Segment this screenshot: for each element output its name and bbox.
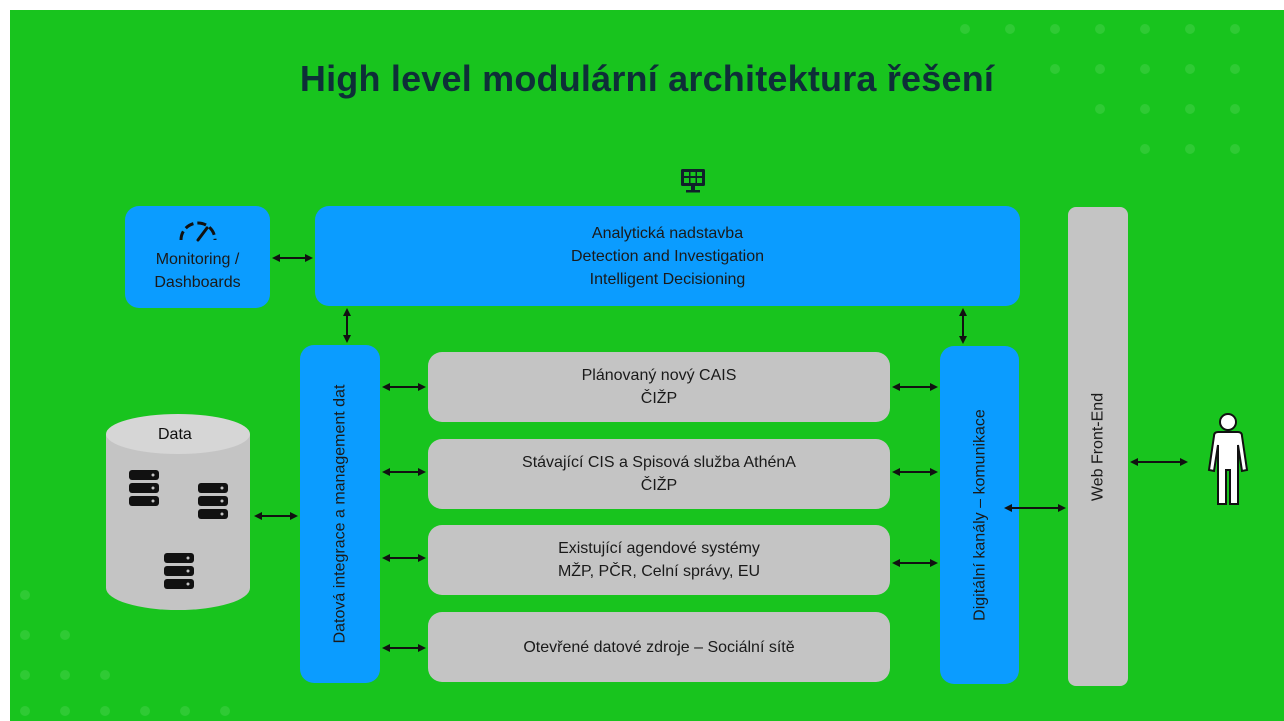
digital-channels-box: Digitální kanály – komunikace bbox=[940, 346, 1019, 684]
web-frontend-box: Web Front-End bbox=[1068, 207, 1128, 686]
system-cais-line2: ČIŽP bbox=[640, 390, 678, 407]
decorative-dots-top-right bbox=[950, 16, 1280, 186]
arrow-monitoring-analytics bbox=[254, 254, 1188, 652]
speedometer-icon bbox=[179, 221, 216, 242]
system-box-cis-athena: Stávající CIS a Spisová služba AthénA ČI… bbox=[428, 439, 890, 509]
decorative-dots-bottom-left bbox=[10, 570, 310, 720]
analytics-label-line1: Analytická nadstavba bbox=[591, 224, 744, 242]
analytics-label-line2: Detection and Investigation bbox=[570, 247, 764, 265]
data-integration-box: Datová integrace a management dat bbox=[300, 345, 380, 683]
database-icon bbox=[129, 470, 159, 506]
monitoring-label-line2: Dashboards bbox=[154, 274, 241, 291]
system-box-open-data: Otevřené datové zdroje – Sociální sítě bbox=[428, 612, 890, 682]
monitoring-label-line1: Monitoring / bbox=[155, 251, 240, 268]
system-cis-line2: ČIŽP bbox=[640, 477, 678, 494]
system-open-data-line1: Otevřené datové zdroje – Sociální sítě bbox=[523, 638, 795, 656]
system-agenda-line2: MŽP, PČR, Celní správy, EU bbox=[557, 563, 761, 580]
person-icon bbox=[1207, 413, 1249, 505]
slide-canvas: High level modulární architektura řešení… bbox=[10, 10, 1284, 721]
analytics-label-line3: Intelligent Decisioning bbox=[589, 270, 746, 288]
data-label: Data bbox=[158, 426, 192, 443]
system-box-agenda: Existující agendové systémy MŽP, PČR, Ce… bbox=[428, 525, 890, 595]
slide-title: High level modulární architektura řešení bbox=[299, 58, 995, 99]
monitoring-dashboards-box: Monitoring / Dashboards bbox=[125, 206, 270, 308]
system-box-cais: Plánovaný nový CAIS ČIŽP bbox=[428, 352, 890, 422]
system-cis-line1: Stávající CIS a Spisová služba AthénA bbox=[522, 454, 796, 471]
monitor-dashboard-icon bbox=[681, 169, 705, 193]
system-agenda-line1: Existující agendové systémy bbox=[558, 540, 760, 557]
analytics-box: Analytická nadstavba Detection and Inves… bbox=[315, 206, 1020, 306]
database-icon bbox=[164, 553, 194, 589]
system-cais-line1: Plánovaný nový CAIS bbox=[581, 367, 737, 384]
database-icon bbox=[198, 483, 228, 519]
